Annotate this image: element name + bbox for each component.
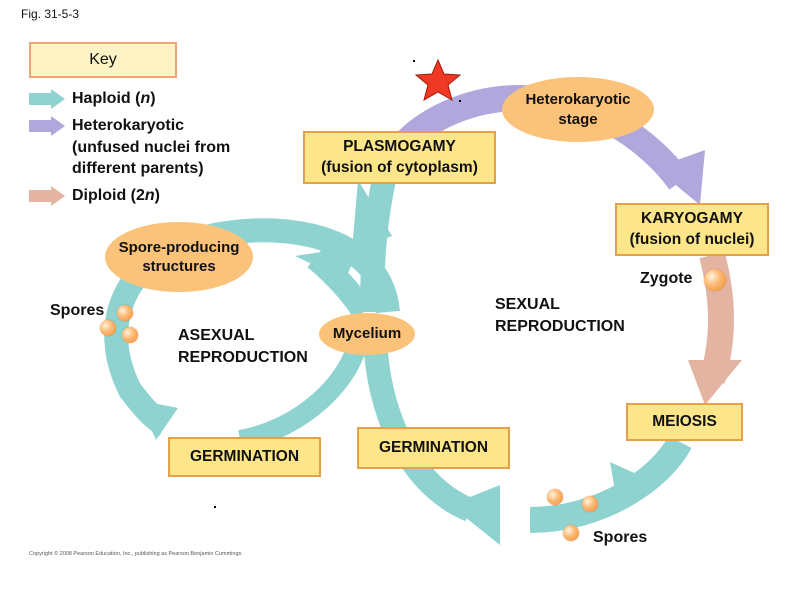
germination-to-mycelium-arrow bbox=[363, 339, 475, 522]
germination-sexual-box: GERMINATION bbox=[357, 427, 510, 469]
spore-producing-structures-ellipse: Spore-producing structures bbox=[105, 222, 253, 292]
asexual-arrowhead-mycelium bbox=[295, 246, 360, 280]
plasmogamy-box: PLASMOGAMY (fusion of cytoplasm) bbox=[303, 131, 496, 184]
mycelium-ellipse: Mycelium bbox=[319, 313, 415, 355]
star-icon bbox=[414, 58, 462, 102]
key-item-haploid: Haploid (n) bbox=[29, 88, 156, 110]
asexual-reproduction-label: ASEXUAL REPRODUCTION bbox=[178, 327, 308, 366]
key-title: Key bbox=[89, 51, 117, 68]
asexual-arrowhead-germination bbox=[138, 400, 178, 440]
key-item-haploid-label: Haploid (n) bbox=[72, 90, 156, 107]
sexual-reproduction-label: SEXUAL REPRODUCTION bbox=[495, 296, 625, 335]
key-item-diploid-label: Diploid (2n) bbox=[72, 187, 160, 204]
spore bbox=[547, 489, 563, 505]
spore bbox=[563, 525, 579, 541]
haploid-arrow-icon bbox=[29, 89, 65, 109]
zygote-label: Zygote bbox=[640, 270, 693, 287]
germination-asexual-box: GERMINATION bbox=[168, 437, 321, 477]
heterokaryotic-arrow-icon bbox=[29, 116, 65, 136]
spore bbox=[100, 320, 116, 336]
diploid-arrowhead bbox=[688, 360, 742, 405]
copyright-text: Copyright © 2008 Pearson Education, Inc.… bbox=[29, 551, 243, 557]
dot-marker bbox=[459, 100, 461, 102]
sexual-haploid-lower-arrow bbox=[529, 435, 692, 533]
heterokaryotic-arrowhead bbox=[655, 150, 705, 205]
spore bbox=[122, 327, 138, 343]
sexual-haploid-upper-arrow bbox=[360, 172, 397, 313]
key-title-box: Key bbox=[29, 42, 177, 78]
spore bbox=[117, 305, 133, 321]
key-item-diploid: Diploid (2n) bbox=[29, 185, 160, 207]
figure-label: Fig. 31-5-3 bbox=[21, 7, 80, 21]
meiosis-box: MEIOSIS bbox=[626, 403, 743, 441]
meiosis-lower-arrowhead bbox=[610, 462, 650, 508]
heterokaryotic-stage-ellipse: Heterokaryotic stage bbox=[502, 77, 654, 142]
karyogamy-box: KARYOGAMY (fusion of nuclei) bbox=[615, 203, 769, 256]
dot-marker bbox=[413, 60, 415, 62]
spores-sexual-label: Spores bbox=[593, 529, 648, 546]
zygote-spore bbox=[704, 269, 726, 291]
spores-asexual-label: Spores bbox=[50, 302, 105, 319]
spore bbox=[582, 496, 598, 512]
dot-marker bbox=[214, 506, 216, 508]
plasmogamy-arrowhead bbox=[352, 180, 392, 250]
diploid-arrow-icon bbox=[29, 186, 65, 206]
